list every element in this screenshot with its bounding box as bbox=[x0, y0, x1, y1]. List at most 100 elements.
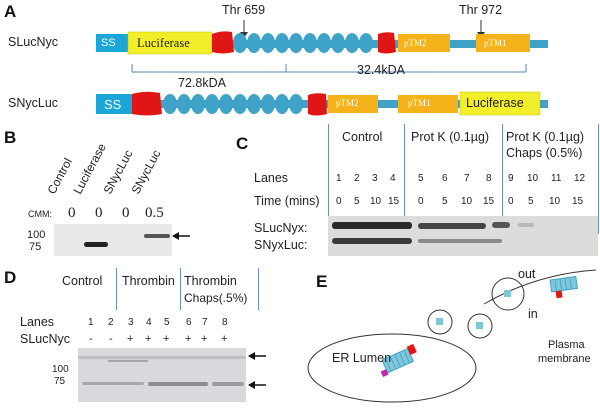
panel-b-letter: B bbox=[4, 128, 17, 147]
time-c-3: 10 bbox=[370, 196, 382, 207]
lane-c-10: 10 bbox=[527, 173, 539, 184]
blot-c-band-upper-control bbox=[332, 222, 412, 229]
group-protk-c: Prot K (0.1µg) bbox=[411, 130, 490, 144]
blot-d-band-2 bbox=[108, 360, 148, 362]
marker-75-d: 75 bbox=[54, 376, 66, 387]
marker-100-b: 100 bbox=[27, 229, 46, 241]
sign-d-8: + bbox=[221, 333, 228, 345]
bead-repeats-2 bbox=[163, 94, 303, 114]
blot-b bbox=[54, 224, 172, 256]
er-lumen-label: ER Lumen bbox=[332, 351, 392, 365]
sign-d-5: + bbox=[163, 333, 170, 345]
out-label: out bbox=[518, 267, 536, 281]
pm-protein bbox=[549, 275, 578, 299]
luciferase-label-1: Luciferase bbox=[137, 36, 190, 50]
mass-32-label: 32.4kDA bbox=[357, 63, 405, 77]
blot-c-band-lower-control bbox=[332, 238, 412, 244]
marker-75-b: 75 bbox=[29, 241, 42, 253]
group-protk-chaps-c: Prot K (0.1µg) bbox=[506, 130, 585, 144]
lane-c-3: 3 bbox=[372, 173, 378, 184]
group-thrombin-d: Thrombin bbox=[122, 274, 175, 288]
in-label: in bbox=[528, 307, 538, 321]
cmm-value-4: 0.5 bbox=[145, 205, 164, 221]
lane-c-2: 2 bbox=[354, 173, 360, 184]
lane-c-12: 12 bbox=[574, 173, 586, 184]
time-c-12: 15 bbox=[572, 196, 584, 207]
marker-100-d: 100 bbox=[52, 364, 69, 375]
group-chaps-d: Chaps(.5%) bbox=[184, 291, 248, 305]
lanes-label-c: Lanes bbox=[254, 171, 289, 185]
cmm-value-2: 0 bbox=[95, 205, 103, 221]
time-label-c: Time (mins) bbox=[254, 194, 320, 208]
time-c-11: 10 bbox=[549, 196, 561, 207]
panel-e-letter: E bbox=[316, 272, 328, 291]
blot-b-band-1 bbox=[84, 242, 108, 247]
sign-d-7: + bbox=[201, 333, 208, 345]
lane-d-4: 4 bbox=[146, 317, 152, 328]
sign-d-6: + bbox=[185, 333, 192, 345]
bead-repeats-1 bbox=[233, 33, 373, 53]
ptm2-label-1: pTM2 bbox=[404, 38, 427, 48]
membrane-diagram bbox=[307, 269, 597, 403]
ptm1-label-1: pTM1 bbox=[484, 38, 507, 48]
time-c-8: 15 bbox=[483, 196, 495, 207]
cmm-value-3: 0 bbox=[122, 205, 130, 221]
construct-label-d: SLucNyc bbox=[20, 332, 71, 346]
blot-d-band-3 bbox=[82, 382, 144, 385]
group-thrombin-chaps-d: Thrombin bbox=[184, 274, 237, 288]
time-c-7: 10 bbox=[461, 196, 473, 207]
er-protein bbox=[380, 343, 417, 378]
blot-c-band-lower-protk bbox=[418, 239, 502, 243]
domain-diagram bbox=[96, 20, 548, 116]
lane-c-5: 5 bbox=[418, 173, 424, 184]
panel-d-letter: D bbox=[4, 268, 17, 287]
blot-d-band-4 bbox=[148, 382, 208, 386]
sign-d-2: - bbox=[109, 333, 113, 345]
lane-c-9: 9 bbox=[508, 173, 514, 184]
construct2-label: SNycLuc bbox=[8, 96, 59, 110]
arrow-b bbox=[172, 232, 190, 240]
blot-d bbox=[78, 348, 246, 402]
ss-domain-2 bbox=[96, 94, 132, 114]
lane-c-1: 1 bbox=[336, 173, 342, 184]
pm-label-line1: Plasma bbox=[548, 339, 585, 351]
time-c-9: 0 bbox=[508, 196, 514, 207]
sign-d-4: + bbox=[145, 333, 152, 345]
time-c-6: 5 bbox=[442, 196, 448, 207]
group-chaps-c: Chaps (0.5%) bbox=[506, 146, 583, 160]
lane-c-6: 6 bbox=[442, 173, 448, 184]
cmm-value-1: 0 bbox=[68, 205, 76, 221]
construct1-label: SLucNyc bbox=[8, 35, 59, 49]
lane-d-3: 3 bbox=[128, 317, 134, 328]
sign-d-1: - bbox=[89, 333, 93, 345]
time-c-4: 15 bbox=[388, 196, 400, 207]
lane-d-2: 2 bbox=[108, 317, 114, 328]
lane-c-8: 8 bbox=[486, 173, 492, 184]
lane-d-5: 5 bbox=[164, 317, 170, 328]
group-control-c: Control bbox=[342, 130, 383, 144]
lane-d-7: 7 bbox=[202, 317, 208, 328]
arrow-d-upper bbox=[248, 352, 266, 360]
ss-domain-1 bbox=[96, 34, 128, 52]
lane-c-11: 11 bbox=[551, 173, 562, 184]
time-c-10: 5 bbox=[528, 196, 534, 207]
thr972-label: Thr 972 bbox=[459, 3, 503, 17]
ptm2-label-2: pTM2 bbox=[336, 98, 359, 108]
lane-d-8: 8 bbox=[222, 317, 228, 328]
blot-c-band-upper-faint bbox=[518, 223, 534, 227]
time-c-2: 5 bbox=[354, 196, 360, 207]
blot-d-band-5 bbox=[212, 382, 244, 386]
panel-c-letter: C bbox=[236, 134, 249, 153]
arrow-d-lower bbox=[248, 381, 266, 389]
time-c-5: 0 bbox=[418, 196, 424, 207]
lanes-label-d: Lanes bbox=[20, 315, 55, 329]
luciferase-label-2: Luciferase bbox=[466, 96, 524, 110]
luciferase-domain-2 bbox=[459, 91, 541, 116]
blot-b-band-2 bbox=[144, 234, 170, 238]
blot-c-band-upper-protk bbox=[418, 223, 486, 229]
lane-c-7: 7 bbox=[464, 173, 470, 184]
mass-72-label: 72.8kDA bbox=[178, 76, 226, 90]
time-c-1: 0 bbox=[336, 196, 342, 207]
group-control-d: Control bbox=[62, 274, 103, 288]
blot-d-band-1 bbox=[78, 356, 246, 359]
